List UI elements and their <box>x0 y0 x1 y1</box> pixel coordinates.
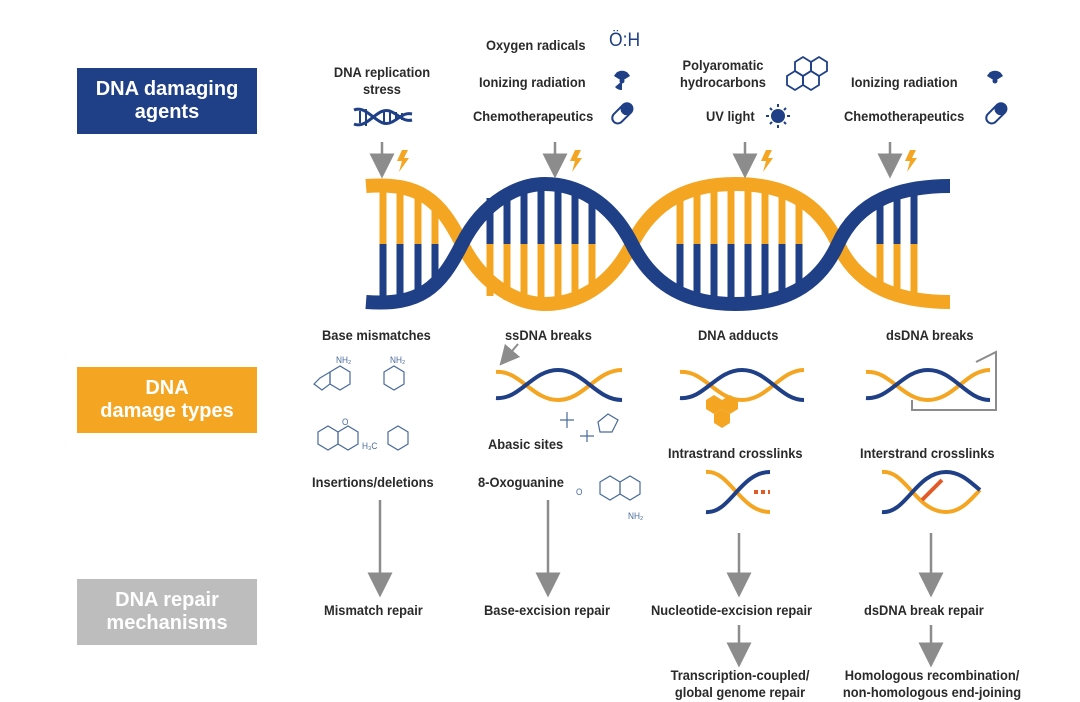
label-dsdna-breaks: dsDNA breaks <box>886 327 974 343</box>
label-transcription-coupled-repair: Transcription-coupled/ global genome rep… <box>670 667 810 700</box>
capsule-icon-2 <box>985 102 1008 125</box>
polyaromatic-hydrocarbon-icon <box>786 55 828 92</box>
row-header-agents: DNA damaging agents <box>77 68 257 134</box>
label-homologous-recombination: Homologous recombination/ non-homologous… <box>842 667 1022 700</box>
label-chemotherapeutics-1: Chemotherapeutics <box>473 108 594 124</box>
label-mismatch-repair: Mismatch repair <box>324 602 423 618</box>
chem-label-nh2-b: NH₂ <box>390 355 406 365</box>
label-ionizing-radiation-2: Ionizing radiation <box>851 74 958 90</box>
chem-label-h3c: H₃C <box>362 441 378 451</box>
dsdna-break-helix <box>865 350 997 411</box>
dna-replication-icon <box>353 107 413 127</box>
label-abasic-sites: Abasic sites <box>488 436 564 452</box>
label-oxygen-radicals: Oxygen radicals <box>486 37 586 53</box>
chem-label-nh2-sub: NH₂ <box>628 511 644 521</box>
label-intrastrand-crosslinks: Intrastrand crosslinks <box>668 445 803 461</box>
hydroxyl-symbol: Ö:H <box>609 30 641 51</box>
label-ssdna-breaks: ssDNA breaks <box>505 327 592 343</box>
lightning-icons <box>397 150 917 172</box>
dna-adduct-helix <box>679 367 805 428</box>
label-dsdna-break-repair: dsDNA break repair <box>864 602 984 618</box>
row-header-damage-types: DNA damage types <box>77 367 257 433</box>
repair-arrows <box>367 500 944 668</box>
agent-arrows <box>369 142 903 179</box>
chem-label-nh2: NH₂ <box>336 355 352 365</box>
row-header-repair-mechanisms: DNA repair mechanisms <box>77 579 257 645</box>
intrastrand-crosslink-icon <box>705 470 771 514</box>
chem-label-o-b: O <box>576 487 583 497</box>
interstrand-crosslink-icon <box>881 469 982 515</box>
label-insertions-deletions: Insertions/deletions <box>312 474 434 490</box>
label-nucleotide-excision-repair: Nucleotide-excision repair <box>651 602 813 618</box>
radiation-icon <box>614 70 630 91</box>
label-interstrand-crosslinks: Interstrand crosslinks <box>860 445 995 461</box>
chemical-structures <box>313 365 641 501</box>
label-base-excision-repair: Base-excision repair <box>484 602 611 618</box>
label-dna-replication-stress: DNA replication stress <box>333 64 431 97</box>
label-8-oxoguanine: 8-Oxoguanine <box>478 474 564 490</box>
label-chemotherapeutics-2: Chemotherapeutics <box>844 108 965 124</box>
ssdna-break-helix <box>495 343 623 403</box>
label-polyaromatic-hydrocarbons: Polyaromatic hydrocarbons <box>680 57 766 90</box>
label-ionizing-radiation-1: Ionizing radiation <box>479 74 586 90</box>
label-dna-adducts: DNA adducts <box>698 327 779 343</box>
label-uv-light: UV light <box>706 108 755 124</box>
label-base-mismatches: Base mismatches <box>322 327 431 343</box>
uv-sun-icon <box>766 104 790 128</box>
radiation-icon-2 <box>987 70 1003 84</box>
capsule-icon <box>611 102 634 125</box>
main-dna-helix <box>365 176 951 312</box>
chem-label-o: O <box>342 417 349 427</box>
